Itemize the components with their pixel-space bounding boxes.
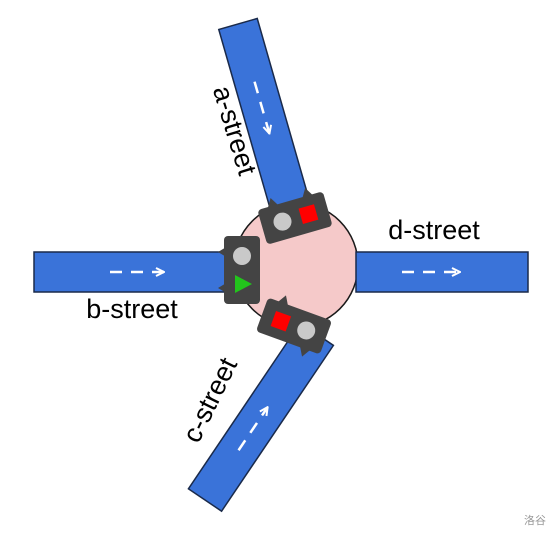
- signal-c: [257, 295, 331, 357]
- signal-c-off-light: [297, 321, 316, 340]
- signal-b-housing: [224, 236, 260, 304]
- signal-a-off-light: [273, 212, 292, 231]
- street-b-label: b-street: [86, 294, 178, 324]
- street-d: [355, 251, 529, 293]
- street-d-road: [355, 251, 529, 293]
- signal-b-green-arrow-icon: [235, 275, 252, 293]
- signal-b-off-light: [233, 247, 251, 265]
- watermark-text: 洛谷: [524, 514, 546, 527]
- street-c-arrow-icon: [237, 407, 268, 451]
- street-b: [33, 251, 235, 293]
- signal-c-red-light: [270, 310, 292, 332]
- signal-a: [258, 188, 332, 244]
- street-d-label: d-street: [388, 215, 480, 245]
- signal-b: [218, 236, 260, 304]
- signal-c-housing: [257, 298, 331, 354]
- signal-a-red-light: [298, 204, 319, 225]
- street-a-arrow-icon: [253, 81, 270, 134]
